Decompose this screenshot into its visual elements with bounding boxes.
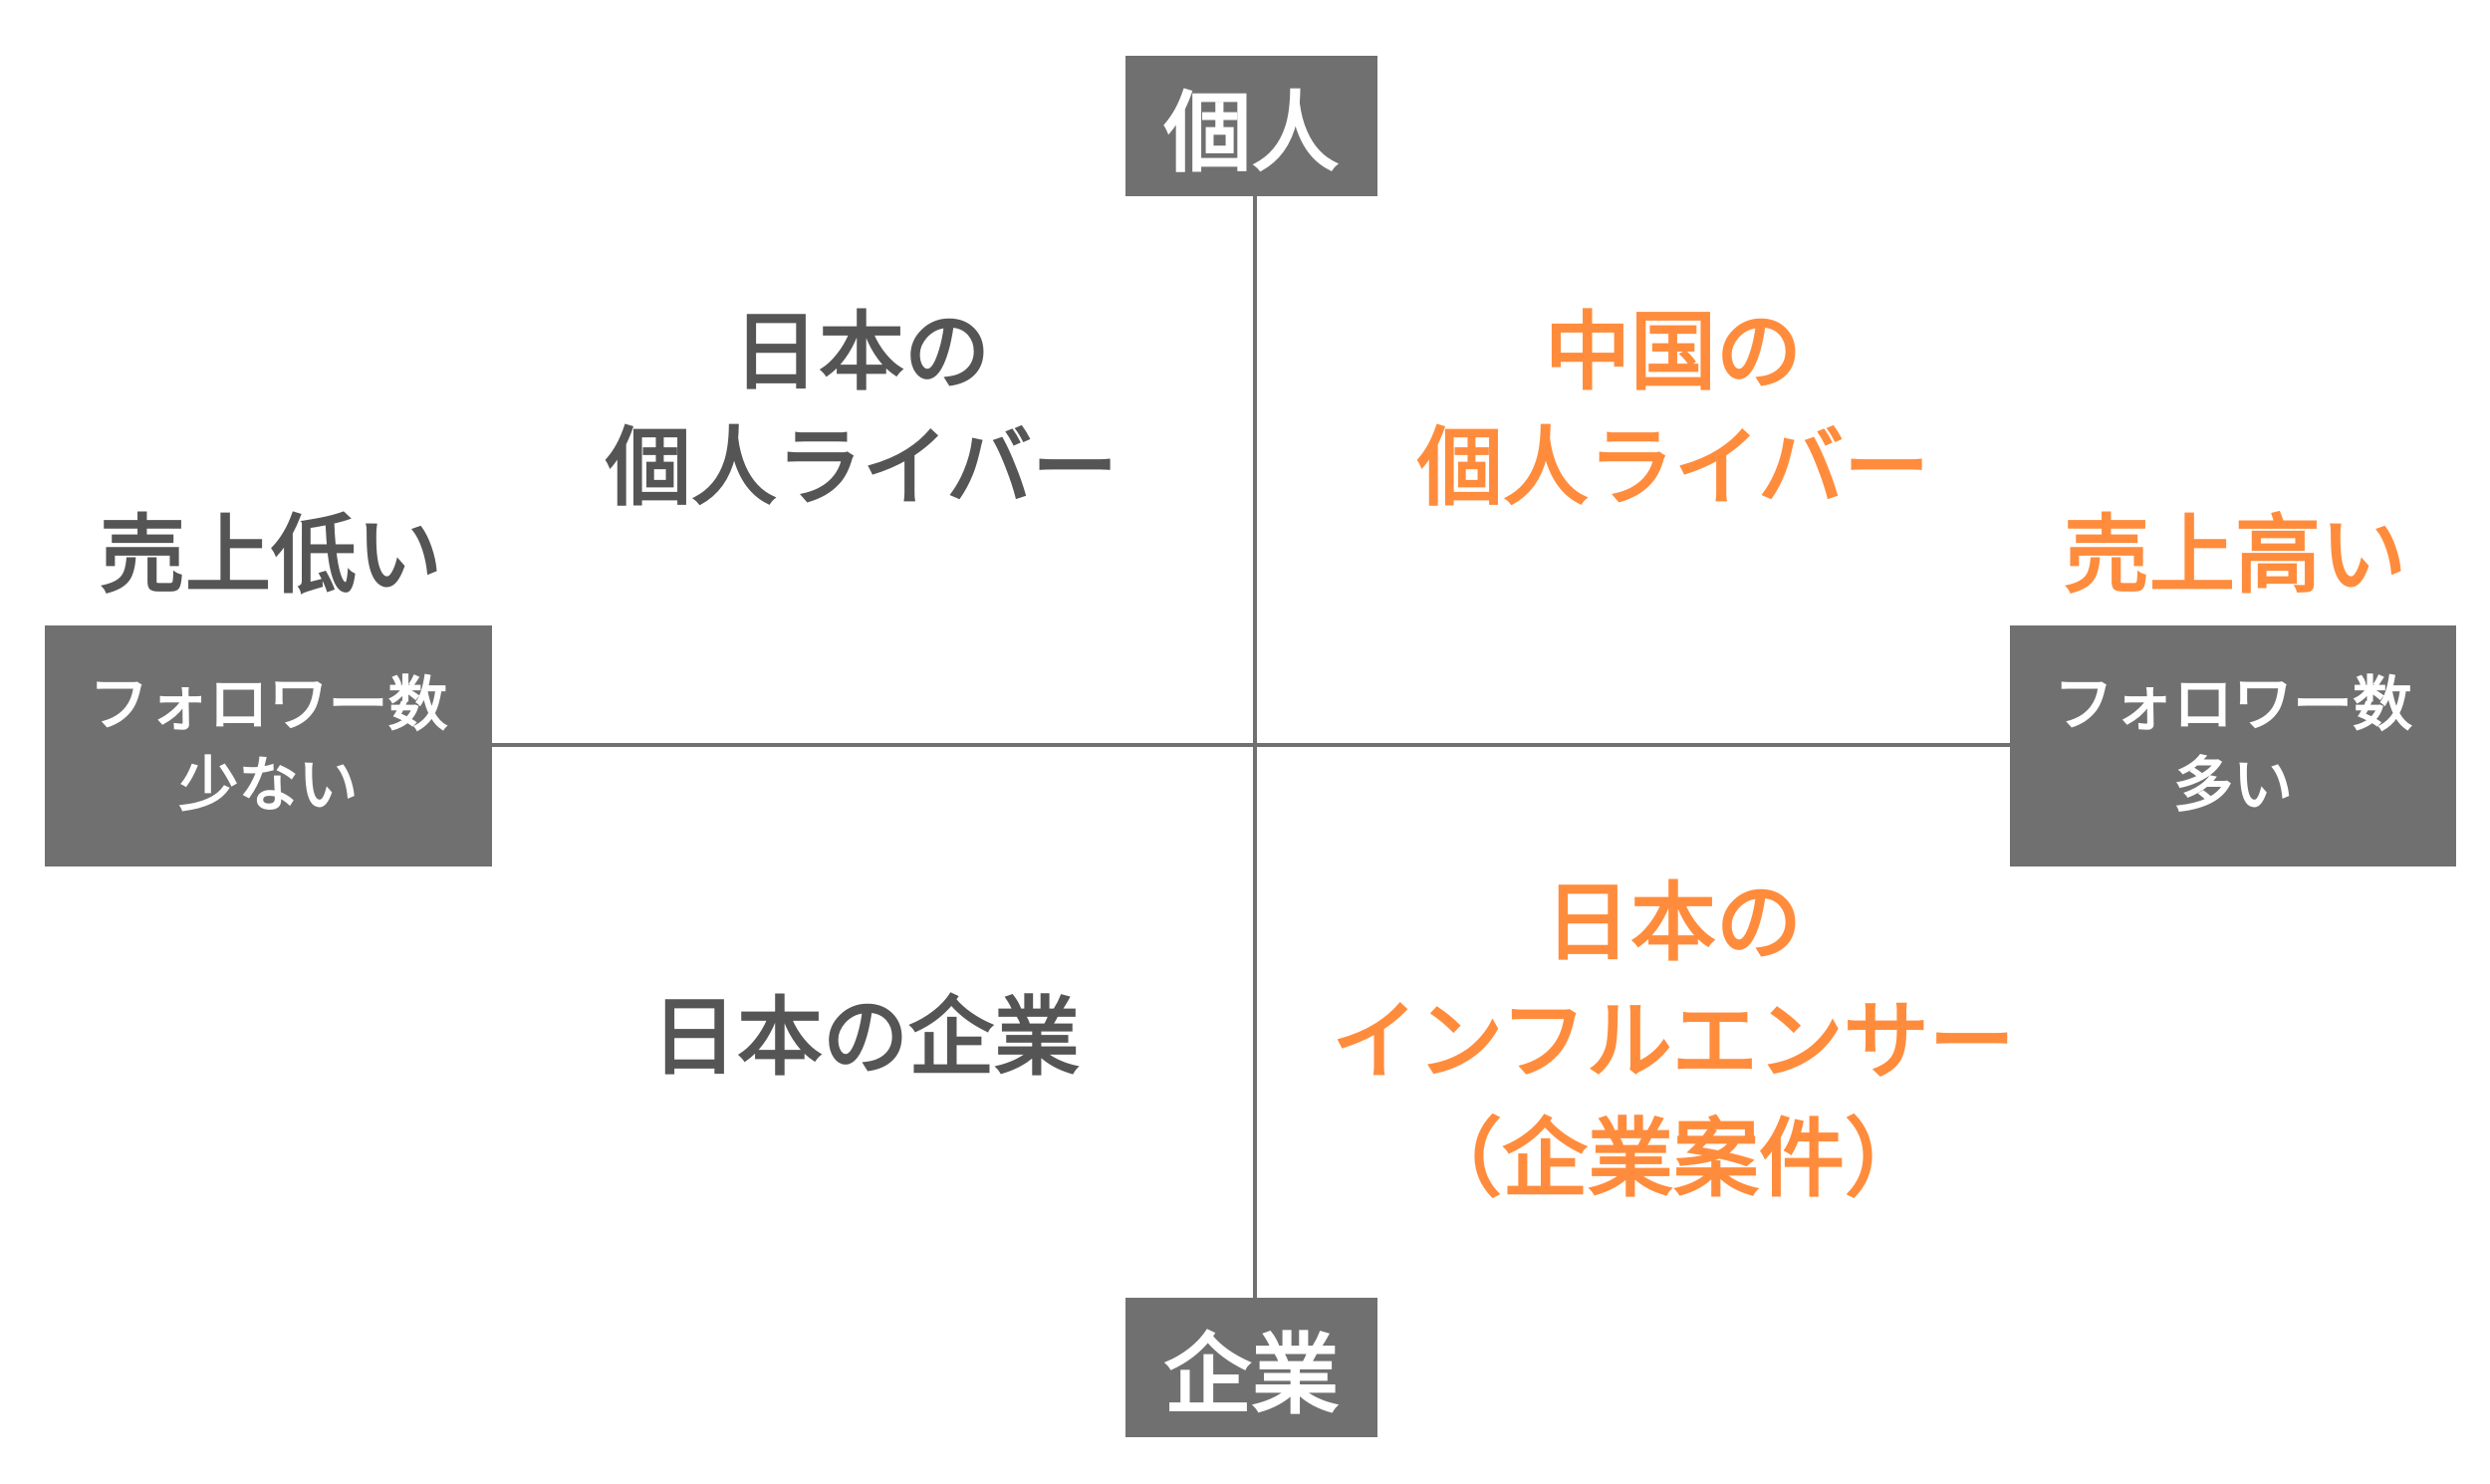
quadrant-top-right-line2: 個人ライバー (1416, 418, 1930, 518)
quadrant-bottom-right-line3: （企業案件） (1415, 1110, 1930, 1210)
axis-label-left-line2: 少ない (178, 751, 359, 821)
side-label-high-sales: 売上高い (2064, 505, 2406, 606)
quadrant-bottom-right: 日本の インフルエンサー （企業案件） (1332, 865, 2014, 1219)
quadrant-top-left-line2: 個人ライバー (605, 418, 1119, 518)
quadrant-top-right: 中国の 個人ライバー (1417, 295, 1929, 526)
axis-label-bottom: 企業 (1125, 1298, 1377, 1437)
quadrant-bottom-left: 日本の企業 (651, 980, 1080, 1096)
side-label-low-sales: 売上低い (100, 505, 442, 606)
axis-label-left: フォロワー数 少ない (45, 625, 492, 866)
axis-label-right-line2: 多い (2173, 751, 2293, 821)
quadrant-top-left-line1: 日本の (733, 302, 990, 402)
quadrant-top-right-line1: 中国の (1545, 302, 1802, 402)
axis-label-bottom-text: 企業 (1163, 1323, 1340, 1426)
quadrant-top-left: 日本の 個人ライバー (606, 295, 1118, 526)
horizontal-axis-line (492, 743, 2010, 747)
quadrant-bottom-left-line1: 日本の企業 (651, 987, 1080, 1088)
axis-label-top: 個人 (1125, 56, 1377, 196)
axis-label-top-text: 個人 (1163, 82, 1340, 184)
vertical-axis-line (1253, 196, 1257, 1298)
axis-label-right-line1: フォロワー数 (2054, 670, 2412, 740)
quadrant-bottom-right-line2: インフルエンサー (1332, 991, 2015, 1092)
axis-label-right: フォロワー数 多い (2010, 625, 2456, 866)
quadrant-bottom-right-line1: 日本の (1544, 872, 1802, 973)
axis-label-left-line1: フォロワー数 (89, 670, 448, 740)
